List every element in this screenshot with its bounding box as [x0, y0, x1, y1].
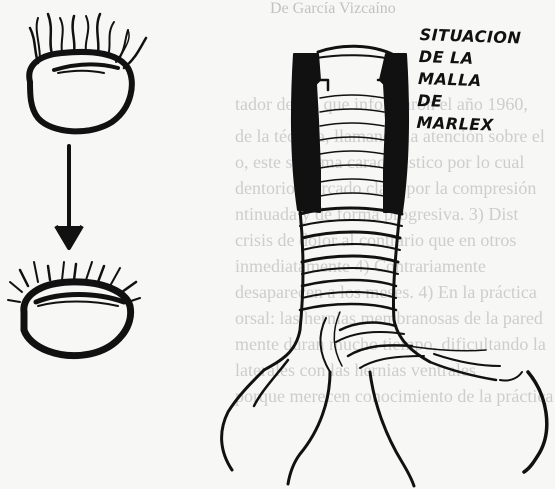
mesh-band-left	[292, 54, 320, 212]
right-leg	[370, 372, 414, 486]
mesh-location-annotation: SITUACION DE LA MALLA DE MARLEX	[416, 24, 550, 138]
down-arrow-icon	[56, 146, 82, 248]
mesh-band-right	[380, 54, 408, 212]
annotation-line: MARLEX	[416, 112, 547, 139]
right-hook	[524, 372, 547, 472]
center-leg	[288, 372, 330, 484]
inner-line-2	[58, 71, 104, 73]
neck-opening	[318, 46, 392, 54]
left-leg	[222, 370, 264, 470]
inner-line	[54, 64, 118, 70]
cross-section-before	[29, 14, 146, 131]
cross-section-after	[8, 262, 140, 356]
